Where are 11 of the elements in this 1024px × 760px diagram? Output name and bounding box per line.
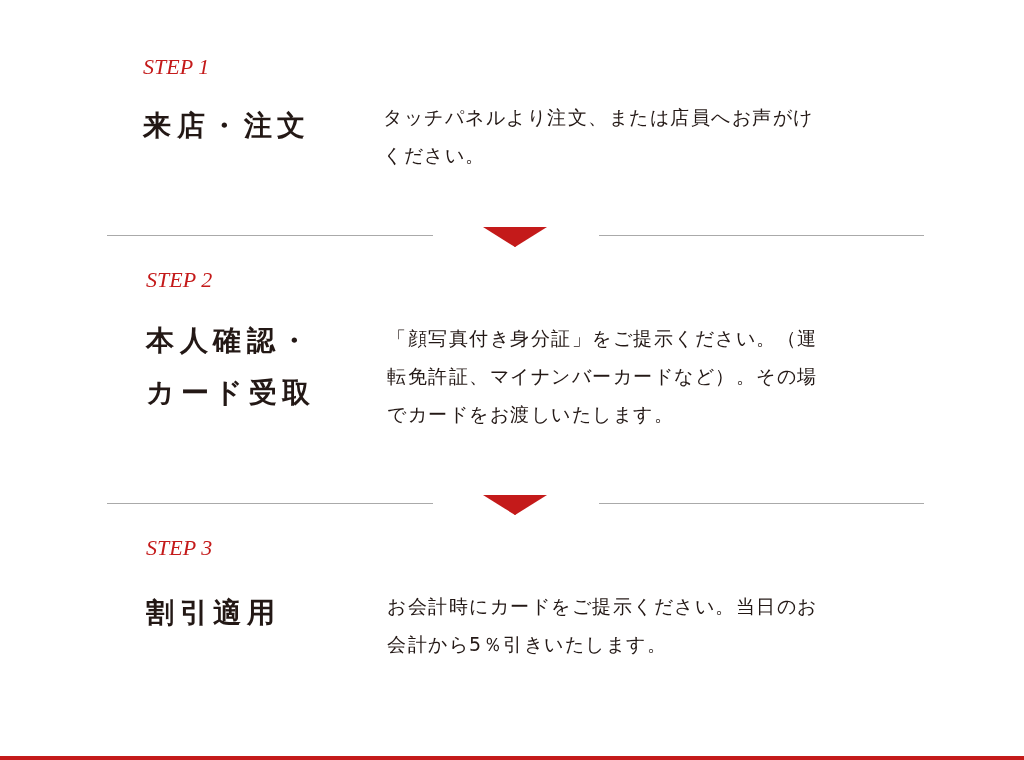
- step-heading: 来店・注文: [143, 108, 312, 144]
- step-description: お会計時にカードをご提示ください。当日のお会計から5％引きいたします。: [387, 594, 819, 657]
- step-label: STEP 2: [146, 267, 213, 294]
- step-description: タッチパネルより注文、または店員へお声がけください。: [383, 105, 815, 168]
- step-label: STEP 3: [146, 535, 213, 562]
- step-label: STEP 1: [143, 54, 210, 81]
- down-arrow: [483, 494, 547, 516]
- step-heading: 割引適用: [146, 595, 282, 631]
- down-arrow: [483, 226, 547, 248]
- step-description: 「顔写真付き身分証」をご提示ください。（運転免許証、マイナンバーカードなど）。その場でカードをお渡しいたします。: [387, 326, 819, 427]
- step-heading: 本人確認・カード受取: [146, 323, 317, 411]
